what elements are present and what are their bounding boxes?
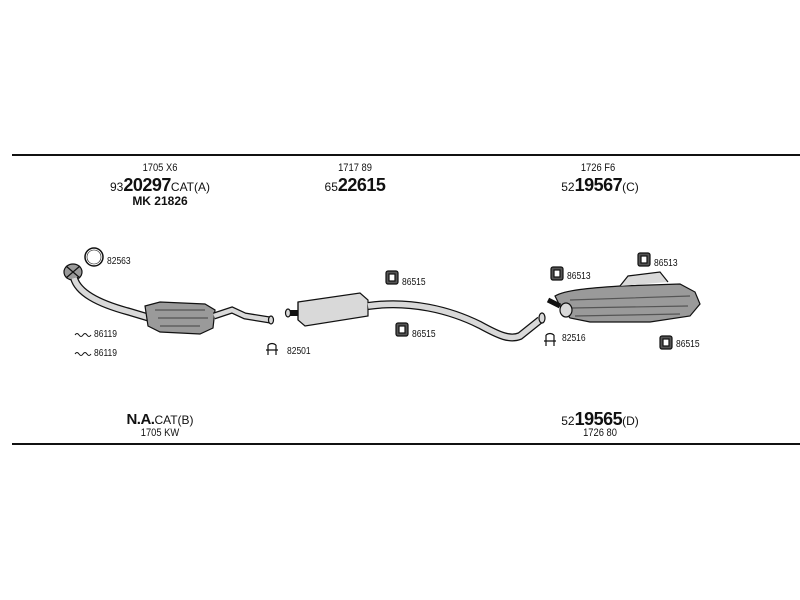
part-label-86515-upper: 86515: [402, 277, 426, 288]
rear-mount-icons: [550, 252, 673, 350]
front-pipe-catalyst: [63, 263, 275, 335]
part-label-82563: 82563: [107, 256, 131, 267]
rear-code: 1726 F6: [580, 162, 616, 174]
part-label-86513-right: 86513: [654, 258, 678, 269]
rear-clamp-icon: [544, 332, 556, 346]
top-divider: [12, 154, 800, 156]
spring-bolt-icons: [74, 333, 92, 356]
clamp-icon: [266, 342, 278, 355]
rear-silencer: [546, 271, 701, 323]
part-label-86515-lower: 86515: [412, 329, 436, 340]
part-label-82516: 82516: [562, 333, 586, 344]
rear-part-number: 5219567(C): [561, 175, 639, 195]
front-extra-number: MK 21826: [132, 194, 188, 208]
part-label-86119-lower: 86119: [94, 348, 118, 359]
rubber-mount-icons: [385, 270, 409, 337]
footer-right-part: 5219565(D): [561, 409, 639, 429]
footer-left-part: N.A.CAT(B): [126, 411, 194, 428]
part-label-86119-upper: 86119: [94, 329, 118, 340]
bottom-divider: [12, 443, 800, 445]
gasket-ring-icon: [84, 247, 104, 267]
footer-right-code: 1726 80: [583, 427, 617, 439]
front-code: 1705 X6: [142, 162, 178, 174]
footer-left-code: 1705 KW: [140, 427, 180, 439]
part-label-82501: 82501: [287, 346, 311, 357]
middle-part-number: 6522615: [324, 175, 386, 195]
part-label-86513-left: 86513: [567, 271, 591, 282]
front-part-number: 9320297CAT(A): [109, 175, 211, 195]
middle-silencer: [284, 292, 546, 342]
middle-code: 1717 89: [338, 162, 372, 174]
part-label-86515-rear: 86515: [676, 339, 700, 350]
